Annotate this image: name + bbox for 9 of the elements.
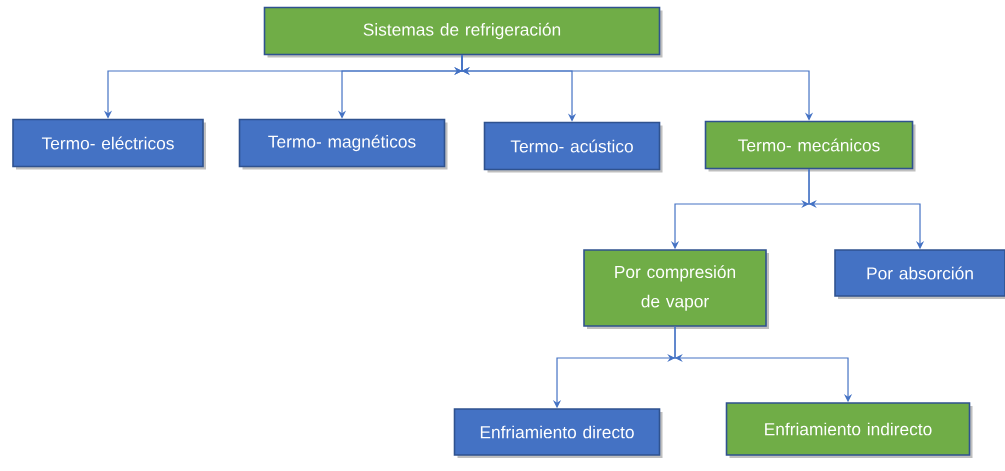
process-box: Por compresión de vapor (583, 249, 769, 329)
process-box: Enfriamiento directo (453, 408, 663, 458)
process-box: Termo- magnéticos (238, 118, 448, 170)
process-box: Termo- mecánicos (704, 120, 916, 172)
process-box: Termo- eléctricos (12, 118, 206, 170)
process-box: Termo- acústico (483, 121, 663, 173)
process-box: Enfriamiento indirecto (725, 402, 973, 458)
process-box: Por absorción (834, 249, 1005, 299)
process-box: Sistemas de refrigeración (263, 6, 663, 58)
